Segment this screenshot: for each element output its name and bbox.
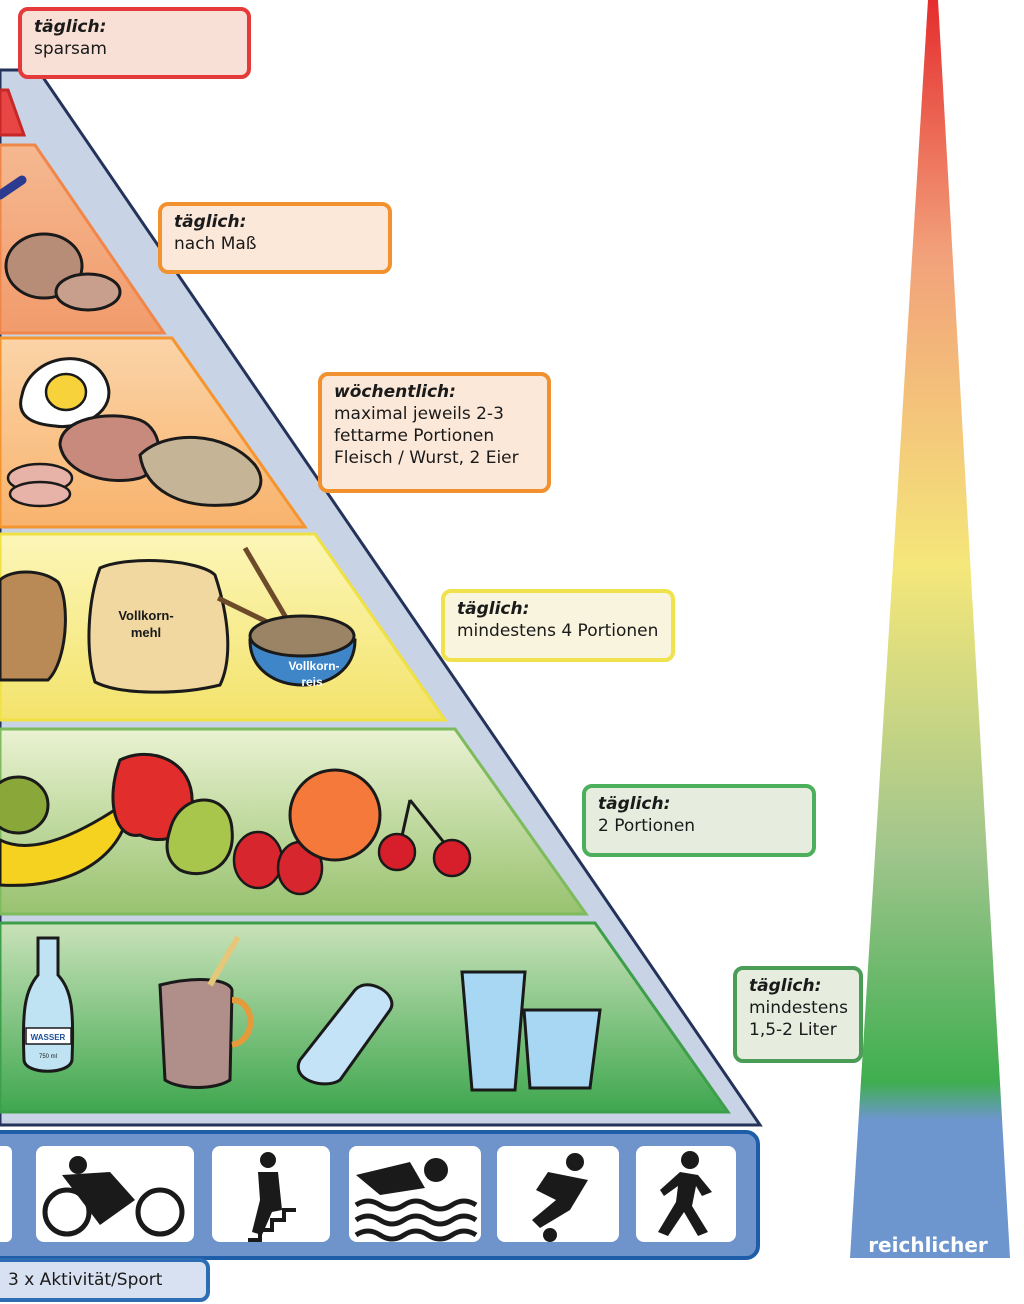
fruits-amount: 2 Portionen (598, 816, 696, 836)
rice-bowl-label-line1: Vollkorn- (288, 659, 339, 673)
football-icon (497, 1146, 619, 1242)
walking-stairs-icon (212, 1146, 330, 1242)
drinks-recommendation: täglich: mindestens 1,5-2 Liter (733, 966, 863, 1063)
flour-bag-label-line1: Vollkorn- (118, 608, 173, 623)
protein-frequency: wöchentlich: (334, 382, 456, 402)
activity-label: 3 x Aktivität/Sport (0, 1258, 210, 1302)
bottle-label: WASSER (31, 1033, 66, 1042)
egg-meat-illustration (6, 357, 263, 508)
fats-frequency: täglich: (174, 212, 247, 232)
sweets-recommendation: täglich: sparsam (18, 7, 251, 79)
protein-amount: maximal jeweils 2-3 fettarme Portionen F… (334, 404, 519, 468)
fats-amount: nach Maß (174, 234, 257, 254)
fruits-frequency: täglich: (598, 794, 671, 814)
abundance-scale (850, 0, 1010, 1258)
fats-recommendation: täglich: nach Maß (158, 202, 392, 274)
fruits-recommendation: täglich: 2 Portionen (582, 784, 816, 857)
scale-label: reichlicher (868, 1233, 988, 1257)
drinks-amount: mindestens 1,5-2 Liter (749, 998, 848, 1040)
bottle-volume: 750 ml (39, 1054, 57, 1060)
tier-sweets (0, 88, 27, 137)
fruits-illustration (0, 752, 472, 896)
sweets-amount: sparsam (34, 39, 107, 59)
protein-recommendation: wöchentlich: maximal jeweils 2-3 fettarm… (318, 372, 551, 493)
swimming-icon (349, 1146, 481, 1242)
drinks-frequency: täglich: (749, 976, 822, 996)
bread-flour-rice-illustration: Vollkorn- mehl Vollkorn- reis (0, 546, 357, 694)
grains-frequency: täglich: (457, 599, 530, 619)
rice-bowl-label-line2: reis (301, 675, 323, 689)
cycling-icon (36, 1146, 194, 1242)
running-icon (636, 1146, 736, 1242)
activity-card-partial (0, 1146, 12, 1242)
sweets-frequency: täglich: (34, 17, 107, 37)
sausage-illustration (0, 175, 122, 312)
drinks-illustration: WASSER 750 ml (21, 935, 602, 1092)
flour-bag-label-line2: mehl (131, 625, 161, 640)
grains-recommendation: täglich: mindestens 4 Portionen (441, 589, 675, 662)
grains-amount: mindestens 4 Portionen (457, 621, 659, 641)
